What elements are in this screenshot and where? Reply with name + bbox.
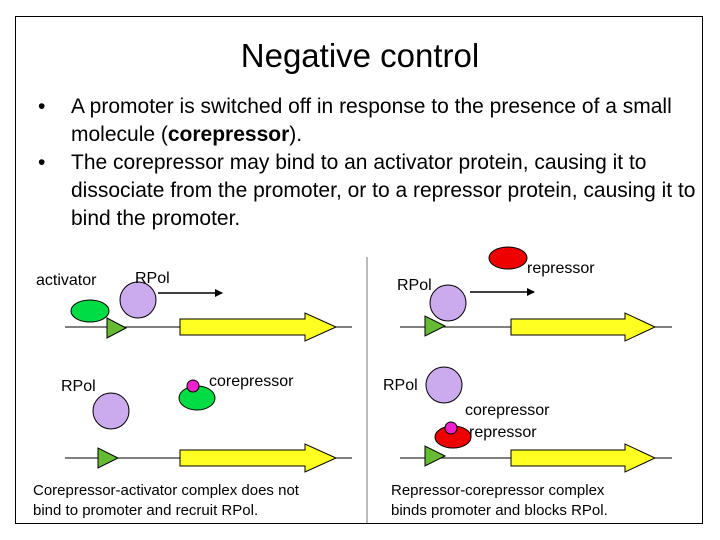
repressor-label: repressor — [527, 260, 595, 277]
activator-protein — [70, 299, 110, 323]
rpol-enzyme — [425, 366, 463, 404]
rpol-label: RPol — [61, 378, 96, 395]
bullet-1-tail: ). — [289, 123, 303, 146]
left-caption-line-2: bind to promoter and recruit RPol. — [33, 502, 259, 519]
promoter-triangle — [97, 447, 120, 469]
slide-title: Negative control — [240, 37, 480, 74]
rpol-label: RPol — [135, 270, 170, 287]
left-caption-line-1: Corepressor-activator complex does not — [33, 482, 299, 499]
corepressor-molecule — [186, 379, 200, 393]
corepressor-molecule — [444, 421, 458, 435]
rpol-enzyme — [92, 392, 130, 430]
rpol-label: RPol — [383, 377, 418, 394]
bullet-item: A promoter is switched off in response t… — [38, 93, 698, 149]
rpol-enzyme — [119, 281, 157, 319]
slide-frame — [15, 16, 703, 524]
promoter-triangle — [424, 445, 447, 467]
gene-arrow — [179, 312, 338, 342]
gene-arrow — [510, 443, 657, 473]
rpol-enzyme — [429, 284, 467, 322]
repressor-label: repressor — [469, 424, 537, 441]
bullet-list: A promoter is switched off in response t… — [38, 93, 698, 233]
repressor-protein — [488, 246, 528, 270]
activator-label: activator — [36, 272, 97, 289]
rpol-label: RPol — [397, 277, 432, 294]
right-caption-line-2: binds promoter and blocks RPol. — [391, 502, 608, 519]
gene-arrow — [179, 443, 338, 473]
gene-arrow — [510, 312, 657, 342]
promoter-triangle — [106, 317, 128, 339]
bullet-2-text: The corepressor may bind to an activator… — [71, 151, 696, 230]
corepressor-label: corepressor — [465, 402, 550, 419]
right-caption-line-1: Repressor-corepressor complex — [391, 482, 605, 499]
promoter-triangle — [424, 315, 447, 337]
corepressor-label: corepressor — [209, 373, 294, 390]
bullet-1-bold: corepressor — [167, 123, 290, 146]
bullet-1-text: A promoter is switched off in response t… — [71, 95, 672, 146]
bullet-item: The corepressor may bind to an activator… — [38, 149, 698, 233]
